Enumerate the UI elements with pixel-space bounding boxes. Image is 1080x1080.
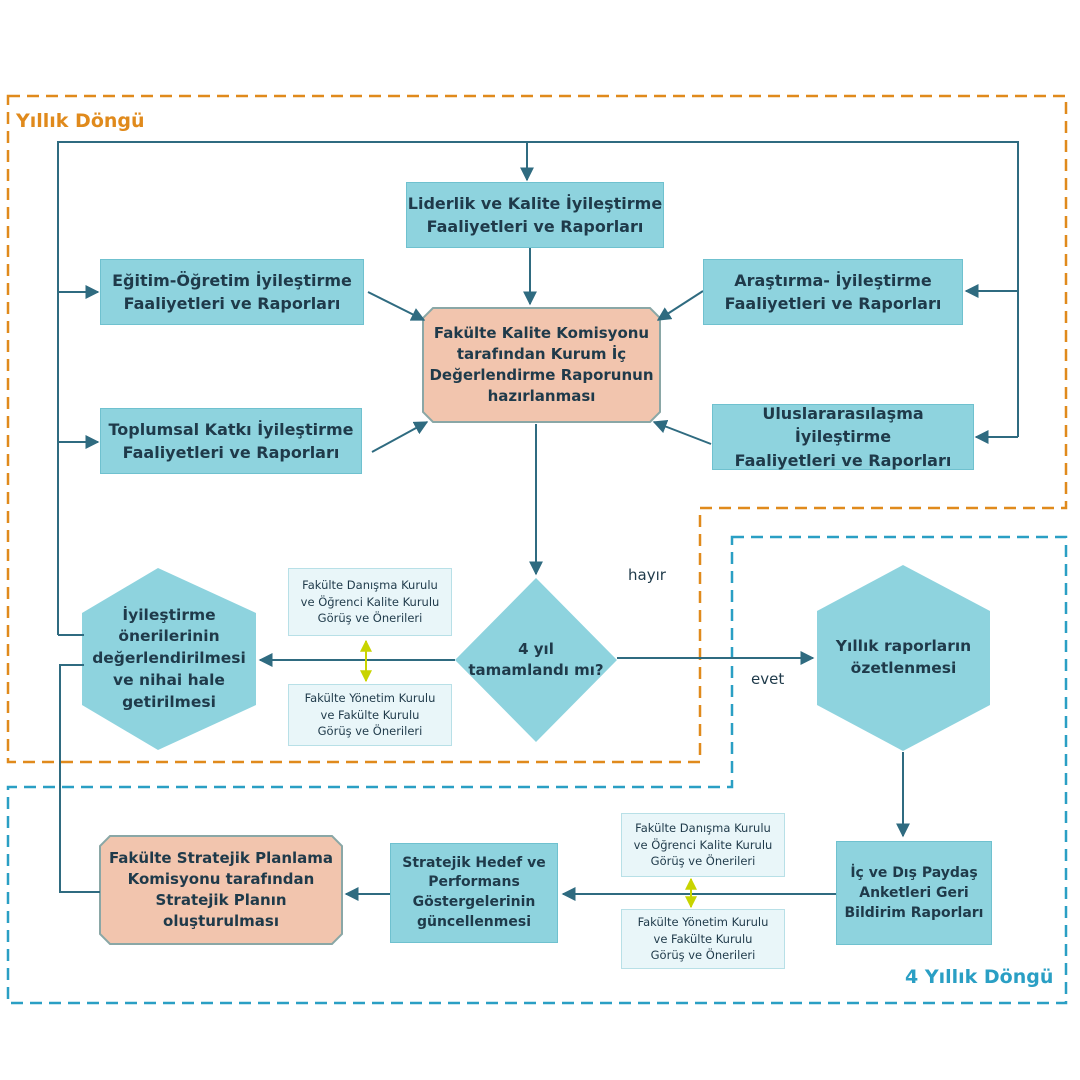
four-year-cycle-region xyxy=(6,535,1068,1005)
annual-cycle-title: Yıllık Döngü xyxy=(16,110,145,132)
decision-label: 4 yıl tamamlandı mı? xyxy=(468,640,604,679)
advisory-note-bottom: Fakülte Danışma Kurulu ve Öğrenci Kalite… xyxy=(621,813,785,877)
leadership-node: Liderlik ve Kalite İyileştirme Faaliyetl… xyxy=(406,182,664,248)
loop-line-strategic xyxy=(59,664,100,893)
stakeholder-node: İç ve Dış Paydaş Anketleri Geri Bildirim… xyxy=(836,841,992,945)
decision-diamond xyxy=(455,578,617,742)
arrow-education-to-commission xyxy=(367,291,426,321)
advisory-note-top: Fakülte Danışma Kurulu ve Öğrenci Kalite… xyxy=(288,568,452,636)
community-node: Toplumsal Katkı İyileştirme Faaliyetleri… xyxy=(100,408,362,474)
four-year-cycle-title: 4 Yıllık Döngü xyxy=(905,966,1054,988)
strategic-plan-node xyxy=(99,835,343,945)
strategic-plan-label: Fakülte Stratejik Planlama Komisyonu tar… xyxy=(108,849,334,930)
evaluation-label: İyileştirme önerilerinin değerlendirilme… xyxy=(92,605,246,711)
loop-line-top xyxy=(57,141,1019,635)
management-note-bottom: Fakülte Yönetim Kurulu ve Fakülte Kurulu… xyxy=(621,909,785,969)
arrow-community-to-commission xyxy=(371,421,429,453)
education-node: Eğitim-Öğretim İyileştirme Faaliyetleri … xyxy=(100,259,364,325)
annual-cycle-region xyxy=(6,94,1068,764)
annual-summary-label: Yıllık raporların özetlenmesi xyxy=(835,637,972,677)
management-note-top: Fakülte Yönetim Kurulu ve Fakülte Kurulu… xyxy=(288,684,452,746)
commission-report-node xyxy=(422,307,661,423)
international-node: Uluslararasılaşma İyileştirme Faaliyetle… xyxy=(712,404,974,470)
no-branch-label: hayır xyxy=(628,566,666,584)
annual-summary-node xyxy=(817,565,990,751)
evaluation-node xyxy=(82,568,256,750)
arrow-international-to-commission xyxy=(652,420,712,445)
commission-report-label: Fakülte Kalite Komisyonu tarafından Kuru… xyxy=(429,324,654,405)
arrow-research-to-commission xyxy=(656,290,704,321)
strategic-goals-node: Stratejik Hedef ve Performans Göstergele… xyxy=(390,843,558,943)
research-node: Araştırma- İyileştirme Faaliyetleri ve R… xyxy=(703,259,963,325)
yes-branch-label: evet xyxy=(751,670,785,688)
